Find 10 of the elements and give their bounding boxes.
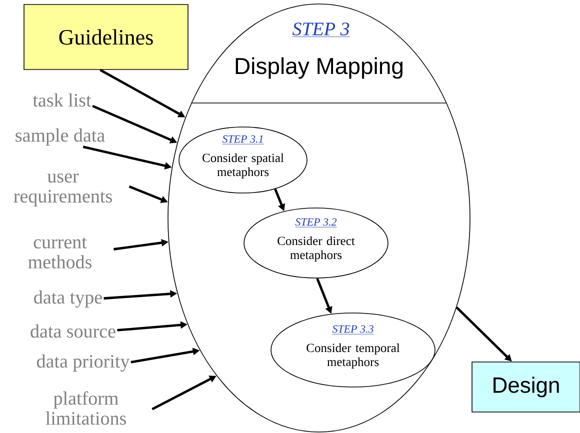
input-label: current methods bbox=[28, 238, 92, 268]
input-label: data type bbox=[34, 290, 102, 308]
input-label: sample data bbox=[16, 128, 105, 146]
input-box: Guidelines bbox=[24, 4, 188, 70]
input-label: platform limitations bbox=[46, 391, 126, 425]
input-box: Design bbox=[472, 362, 580, 412]
input-label: task list bbox=[32, 93, 92, 107]
input-label: data priority bbox=[37, 354, 130, 372]
input-label: user requirements bbox=[14, 174, 112, 206]
input-label: data source bbox=[30, 324, 116, 338]
